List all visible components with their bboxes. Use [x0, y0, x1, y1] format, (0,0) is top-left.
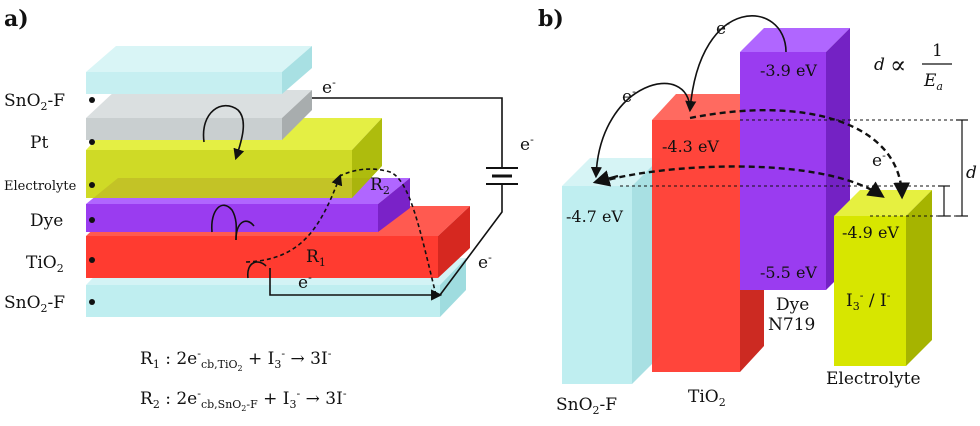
label-b-redox: I3- / I- — [846, 289, 891, 313]
level-sno2f: -4.7 eV — [566, 207, 623, 226]
equation-r1: R1 : 2e-cb,TiO2 + I3- → 3I- — [140, 347, 332, 373]
level-dye-homo: -5.5 eV — [760, 263, 817, 282]
electron-label-bottom: e- — [298, 271, 312, 293]
b-electron-label-3: e- — [872, 149, 886, 171]
layer-sno2f-top — [86, 46, 312, 94]
external-circuit — [312, 97, 518, 296]
b-electron-label-2: e- — [622, 85, 636, 107]
b-electron-label-1: e- — [716, 17, 730, 39]
label-b-tio2: TiO2 — [688, 387, 726, 409]
label-pt: Pt — [30, 133, 48, 153]
formula-d: d — [874, 55, 885, 75]
equation-r2: R2 : 2e-cb,SnO2-F + I3- → 3I- — [140, 387, 347, 413]
electron-label-battery: e- — [520, 133, 534, 155]
d-bracket — [938, 119, 968, 217]
recombination-paths — [245, 168, 437, 296]
panel-a-label: a) — [4, 6, 29, 32]
label-b-dye: Dye — [776, 295, 809, 315]
label-b-n719: N719 — [768, 315, 815, 335]
layer-pt — [86, 90, 312, 140]
label-b-electrolyte: Electrolyte — [826, 369, 921, 389]
label-r1: R1 — [306, 247, 326, 269]
hopping-arcs — [202, 104, 267, 279]
label-sno2f-bottom: SnO2-F — [4, 293, 65, 315]
label-sno2f-top: SnO2-F — [4, 91, 65, 113]
b-recombination-arcs — [599, 109, 911, 200]
formula-prop: ∝ — [890, 51, 906, 79]
formula: d ∝ 1 Ea — [874, 41, 952, 93]
label-b-sno2f: SnO2-F — [556, 395, 617, 417]
layer-labels: SnO2-F Pt Electrolyte Dye TiO2 SnO2-F — [4, 91, 95, 315]
bar-electrolyte — [834, 190, 932, 366]
formula-den: Ea — [923, 71, 943, 93]
label-electrolyte: Electrolyte — [4, 179, 77, 194]
level-dye-lumo: -3.9 eV — [760, 61, 817, 80]
bar-sno2f — [562, 158, 660, 384]
b-electron-arcs — [590, 15, 787, 179]
electron-path-bottom — [269, 268, 443, 301]
level-tio2: -4.3 eV — [662, 137, 719, 156]
electron-label-right: e- — [478, 251, 492, 273]
label-r2: R2 — [370, 175, 390, 197]
label-dye: Dye — [30, 211, 63, 231]
level-electrolyte: -4.9 eV — [842, 223, 899, 242]
electron-label-top: e- — [322, 76, 336, 98]
formula-num: 1 — [932, 41, 943, 61]
label-tio2: TiO2 — [26, 253, 64, 275]
bar-tio2 — [652, 94, 764, 372]
panel-b-label: b) — [538, 6, 564, 32]
d-label: d — [966, 163, 977, 183]
